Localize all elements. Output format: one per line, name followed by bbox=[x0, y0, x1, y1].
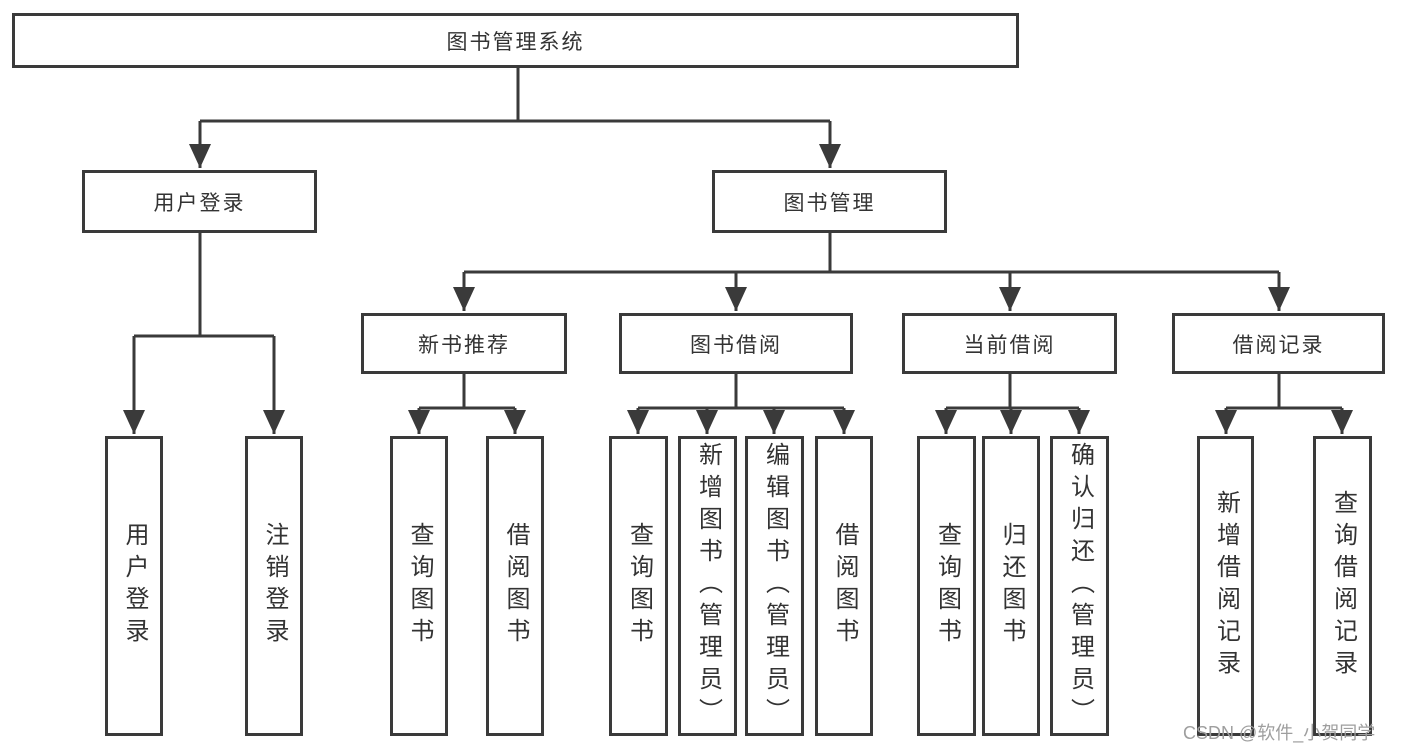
leaf-br-query-record-label: 查询借阅记录 bbox=[1329, 490, 1357, 682]
leaf-bb-query-books: 查询图书 bbox=[609, 436, 668, 736]
leaf-bb-add-books-admin: 新增图书（管理员） bbox=[678, 436, 737, 736]
leaf-cb-confirm-return-admin: 确认归还（管理员） bbox=[1050, 436, 1109, 736]
leaf-cb-return-books: 归还图书 bbox=[982, 436, 1040, 736]
leaf-nb-query-books-label: 查询图书 bbox=[406, 522, 433, 650]
leaf-bb-borrow-books: 借阅图书 bbox=[815, 436, 873, 736]
node-user-login: 用户登录 bbox=[82, 170, 317, 233]
connector-borrowing-records-branch bbox=[1226, 374, 1342, 410]
connector-book-borrowing-branch bbox=[638, 374, 844, 410]
leaf-br-add-record: 新增借阅记录 bbox=[1197, 436, 1254, 736]
node-book-borrowing: 图书借阅 bbox=[619, 313, 853, 374]
leaf-bb-add-books-admin-label: 新增图书（管理员） bbox=[694, 442, 722, 730]
node-root: 图书管理系统 bbox=[12, 13, 1019, 68]
leaf-user-login-label: 用户登录 bbox=[121, 522, 148, 650]
leaf-logout: 注销登录 bbox=[245, 436, 303, 736]
node-user-login-label: 用户登录 bbox=[153, 191, 246, 215]
node-new-book-recommend-label: 新书推荐 bbox=[418, 333, 510, 357]
leaf-nb-borrow-books: 借阅图书 bbox=[486, 436, 544, 736]
leaf-bb-query-books-label: 查询图书 bbox=[625, 522, 653, 650]
node-borrowing-records-label: 借阅记录 bbox=[1232, 333, 1325, 357]
connector-user-login-branch bbox=[134, 233, 274, 338]
node-new-book-recommend: 新书推荐 bbox=[361, 313, 567, 374]
leaf-user-login: 用户登录 bbox=[105, 436, 163, 736]
connector-book-management-branch bbox=[464, 233, 1279, 274]
csdn-watermark: CSDN @软件_小贺同学 bbox=[1183, 723, 1376, 743]
leaf-nb-borrow-books-label: 借阅图书 bbox=[502, 522, 529, 650]
node-borrowing-records: 借阅记录 bbox=[1172, 313, 1385, 374]
connector-root-branch bbox=[200, 68, 830, 123]
leaf-cb-confirm-return-admin-label: 确认归还（管理员） bbox=[1066, 442, 1094, 730]
node-root-label: 图书管理系统 bbox=[446, 30, 585, 54]
leaf-cb-query-books: 查询图书 bbox=[917, 436, 976, 736]
node-book-management-label: 图书管理 bbox=[783, 191, 876, 215]
leaf-bb-edit-books-admin-label: 编辑图书（管理员） bbox=[761, 442, 789, 730]
leaf-bb-borrow-books-label: 借阅图书 bbox=[831, 522, 858, 650]
node-current-borrowing: 当前借阅 bbox=[902, 313, 1117, 374]
leaf-br-query-record: 查询借阅记录 bbox=[1313, 436, 1372, 736]
leaf-bb-edit-books-admin: 编辑图书（管理员） bbox=[745, 436, 804, 736]
leaf-br-add-record-label: 新增借阅记录 bbox=[1212, 490, 1240, 682]
leaf-nb-query-books: 查询图书 bbox=[390, 436, 448, 736]
leaf-cb-return-books-label: 归还图书 bbox=[998, 522, 1025, 650]
node-book-borrowing-label: 图书借阅 bbox=[690, 333, 782, 357]
leaf-logout-label: 注销登录 bbox=[261, 522, 288, 650]
node-current-borrowing-label: 当前借阅 bbox=[963, 333, 1056, 357]
node-book-management: 图书管理 bbox=[712, 170, 947, 233]
connector-current-borrowing-branch bbox=[946, 374, 1079, 410]
leaf-cb-query-books-label: 查询图书 bbox=[933, 522, 961, 650]
connector-new-book-branch bbox=[419, 374, 515, 410]
